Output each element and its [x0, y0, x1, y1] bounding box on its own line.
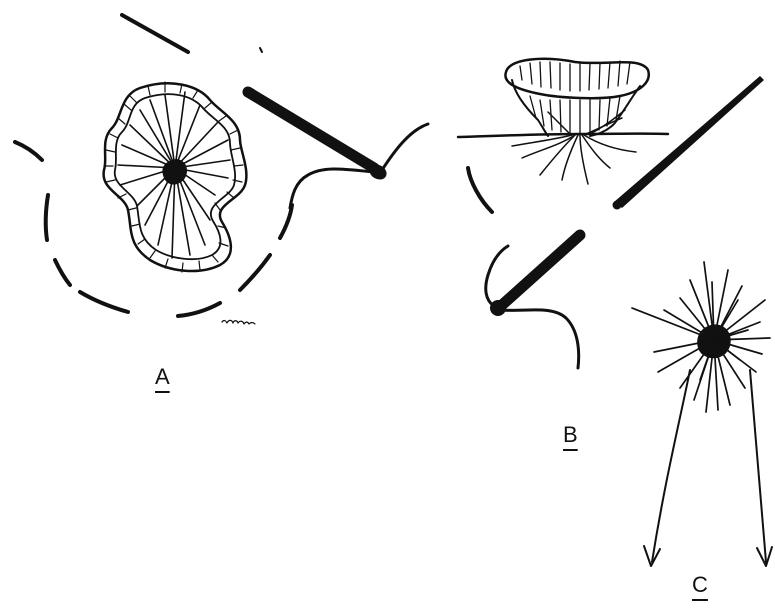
panel-a-signature	[222, 320, 255, 324]
panel-a-suture-circle	[15, 15, 292, 316]
panel-b-needle-long	[613, 76, 765, 210]
panel-a	[15, 15, 428, 324]
panel-a-needle	[248, 92, 428, 208]
panel-c-label: C	[692, 574, 708, 596]
panel-b-needle	[486, 235, 580, 368]
panel-b-label: B	[563, 424, 578, 446]
panel-c	[632, 262, 772, 566]
panel-a-lesion	[104, 82, 255, 324]
panel-a-label: A	[155, 366, 170, 388]
